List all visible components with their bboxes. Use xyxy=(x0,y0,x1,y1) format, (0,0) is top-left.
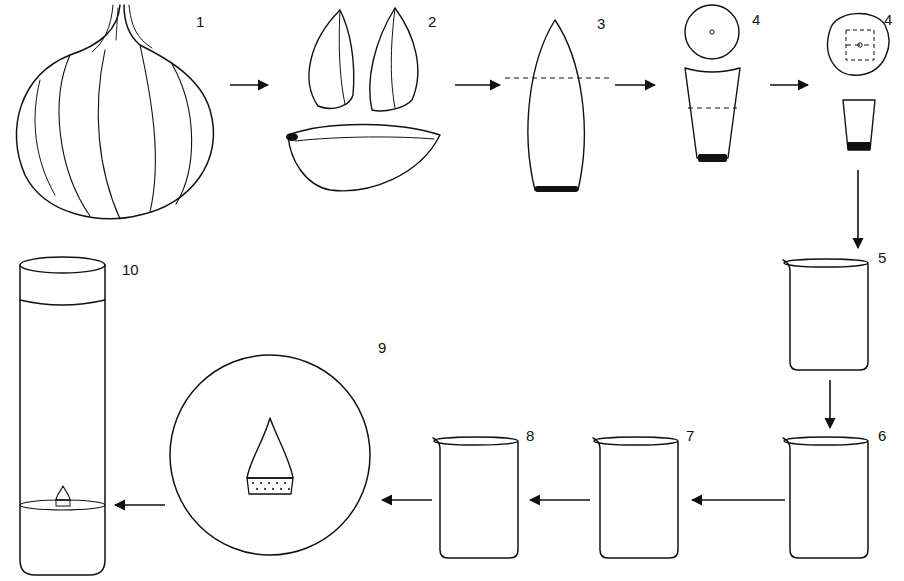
garlic-bulb xyxy=(16,5,213,219)
process-arrow xyxy=(692,499,785,501)
beaker xyxy=(433,438,518,558)
cut-line xyxy=(846,44,874,45)
culture-tube xyxy=(20,265,105,575)
garlic-stem xyxy=(92,5,113,52)
garlic-clove xyxy=(309,10,354,108)
tube-cap-edge xyxy=(20,300,105,305)
medium-surface xyxy=(20,500,105,510)
garlic-clove-line xyxy=(98,50,120,219)
garlic-stem xyxy=(116,8,118,40)
clove-section xyxy=(828,14,889,76)
process-arrow xyxy=(829,380,831,428)
stipple xyxy=(280,488,282,490)
callout-number: 6 xyxy=(878,428,886,443)
basal-plate xyxy=(286,133,298,141)
garlic-clove-line xyxy=(140,45,155,212)
petri-dish xyxy=(170,355,370,555)
process-arrow xyxy=(857,170,859,248)
stipple xyxy=(284,482,286,484)
callout-number: 1 xyxy=(196,14,204,29)
stipple xyxy=(272,488,274,490)
process-arrow xyxy=(530,499,590,501)
explant xyxy=(56,486,70,500)
clove-base xyxy=(685,68,740,158)
basal-plate xyxy=(247,478,293,494)
garlic-clove xyxy=(528,20,584,190)
callout-number: 2 xyxy=(428,14,436,29)
beaker-rim xyxy=(434,437,518,445)
clove-line xyxy=(391,8,395,108)
stipple xyxy=(268,482,270,484)
stipple xyxy=(252,482,254,484)
callout-number: 4 xyxy=(884,12,892,27)
stipple xyxy=(256,488,258,490)
cut-line xyxy=(505,77,610,78)
explant xyxy=(843,100,875,150)
callout-number: 5 xyxy=(878,250,886,265)
tube-cap xyxy=(20,257,105,273)
meristem-dot xyxy=(710,30,714,34)
process-arrow xyxy=(615,84,655,86)
beaker-rim xyxy=(594,437,678,445)
stipple xyxy=(288,488,290,490)
garlic-clove-line xyxy=(59,55,90,216)
trim-square xyxy=(846,30,874,60)
cut-line xyxy=(688,107,737,108)
process-arrow xyxy=(770,84,808,86)
basal-plate xyxy=(56,500,70,506)
callout-number: 7 xyxy=(686,428,694,443)
clove-line xyxy=(295,137,434,141)
basal-plate xyxy=(698,154,727,162)
garlic-stem xyxy=(129,5,152,48)
beaker-rim xyxy=(784,437,868,445)
garlic-clove xyxy=(288,124,440,190)
basal-plate xyxy=(535,186,578,192)
process-arrow xyxy=(455,84,500,86)
stipple xyxy=(260,482,262,484)
process-arrow xyxy=(230,84,268,86)
beaker-rim xyxy=(784,259,868,267)
process-arrow xyxy=(382,499,432,501)
beaker xyxy=(783,260,868,370)
garlic-clove-line xyxy=(172,64,192,204)
process-arrow xyxy=(115,504,165,506)
clove-section xyxy=(685,5,739,59)
stipple xyxy=(276,482,278,484)
callout-number: 4 xyxy=(752,12,760,27)
explant xyxy=(247,418,293,478)
clove-line xyxy=(339,10,345,104)
basal-plate xyxy=(848,142,870,150)
garlic-clove-line xyxy=(35,80,55,195)
beaker xyxy=(783,438,868,558)
callout-number: 9 xyxy=(378,340,386,355)
callout-number: 8 xyxy=(526,428,534,443)
callout-number: 10 xyxy=(122,262,139,277)
meristem-dot xyxy=(858,43,862,47)
garlic-clove xyxy=(370,8,418,111)
beaker xyxy=(593,438,678,558)
stipple xyxy=(264,488,266,490)
callout-number: 3 xyxy=(597,16,605,31)
